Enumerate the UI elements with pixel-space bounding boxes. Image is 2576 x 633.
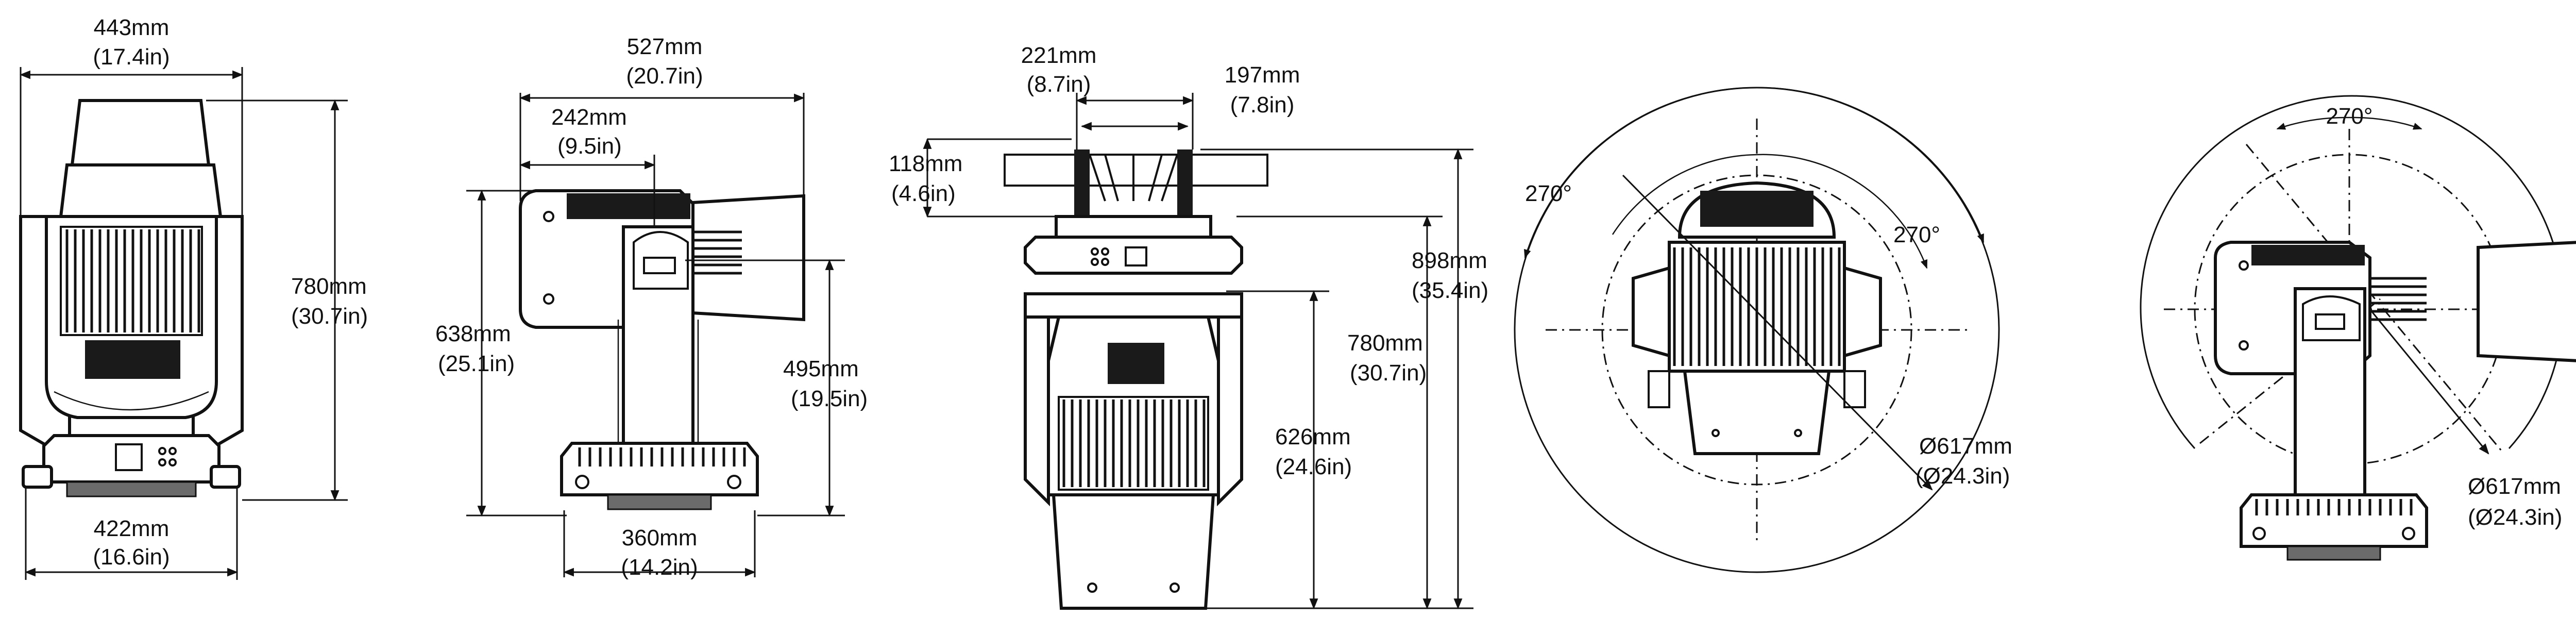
side-base-width-mm: 360mm xyxy=(622,525,698,551)
hanging-head-height-mm: 626mm xyxy=(1275,424,1351,449)
front-height-in: (30.7in) xyxy=(291,304,368,329)
side-height-in: (25.1in) xyxy=(438,351,515,376)
front-top-width-mm: 443mm xyxy=(94,15,170,40)
hanging-head-height-in: (24.6in) xyxy=(1275,454,1352,479)
front-top-width-in: (17.4in) xyxy=(93,44,170,70)
hanging-clamp-width-in: (8.7in) xyxy=(1027,72,1091,97)
hanging-height-mm: 780mm xyxy=(1347,330,1423,356)
tilt-angle: 270° xyxy=(2326,104,2372,129)
pan-right-angle: 270° xyxy=(1893,222,1940,247)
hanging-clamp-inner-mm: 197mm xyxy=(1225,62,1300,88)
front-height-mm: 780mm xyxy=(291,274,367,299)
side-fixture-drawing xyxy=(519,189,805,510)
front-base-width-in: (16.6in) xyxy=(93,544,170,570)
tilt-heatsink-fins xyxy=(2370,277,2427,321)
side-base-vents xyxy=(578,447,746,467)
side-head-offset-mm: 242mm xyxy=(551,105,627,130)
hanging-clamp-width-mm: 221mm xyxy=(1021,43,1097,68)
top-fixture-drawing xyxy=(1632,181,1882,455)
top-view: 270° 270° Ø617mm (Ø24.3in) xyxy=(1514,87,2012,573)
tilt-view: 270° Ø617mm (Ø24.3in) xyxy=(2140,95,2576,561)
hanging-clamp-height-mm: 118mm xyxy=(889,151,962,176)
top-diameter-mm: Ø617mm xyxy=(1919,434,2012,459)
pan-left-angle: 270° xyxy=(1525,181,1572,206)
side-height-mm: 638mm xyxy=(435,321,511,346)
side-pivot-height-mm: 495mm xyxy=(783,356,859,381)
hanging-view: 221mm (8.7in) 197mm (7.8in) 118mm (4.6in… xyxy=(889,43,1488,610)
hanging-heatsink-fins xyxy=(1058,396,1209,491)
tilt-fixture-drawing xyxy=(2214,241,2576,561)
hanging-clamp-height-in: (4.6in) xyxy=(891,181,956,206)
front-heatsink-fins xyxy=(60,226,203,336)
tilt-base-vents xyxy=(2255,499,2413,515)
tilt-diameter-mm: Ø617mm xyxy=(2468,474,2561,499)
side-heatsink-fins xyxy=(690,230,742,275)
hanging-total-height-in: (35.4in) xyxy=(1412,278,1488,303)
side-view: 527mm (20.7in) 242mm (9.5in) 638mm (25.1… xyxy=(435,34,868,580)
tilt-diameter-in: (Ø24.3in) xyxy=(2468,505,2562,530)
top-heatsink-fins xyxy=(1673,247,1841,366)
top-diameter-in: (Ø24.3in) xyxy=(1916,463,2010,489)
side-head-offset-in: (9.5in) xyxy=(557,134,622,159)
front-view: 443mm (17.4in) 780mm (30.7in) 422mm (16.… xyxy=(19,15,368,580)
side-total-width-in: (20.7in) xyxy=(626,63,703,89)
front-base-width-mm: 422mm xyxy=(94,516,170,541)
hanging-total-height-mm: 898mm xyxy=(1412,248,1487,273)
side-total-width-mm: 527mm xyxy=(627,34,703,59)
hanging-fixture-drawing xyxy=(1004,149,1268,610)
hanging-height-in: (30.7in) xyxy=(1350,360,1427,386)
hanging-clamp-inner-in: (7.8in) xyxy=(1230,92,1295,118)
front-fixture-drawing xyxy=(19,99,244,497)
side-pivot-height-in: (19.5in) xyxy=(791,386,868,411)
side-base-width-in: (14.2in) xyxy=(621,555,698,580)
